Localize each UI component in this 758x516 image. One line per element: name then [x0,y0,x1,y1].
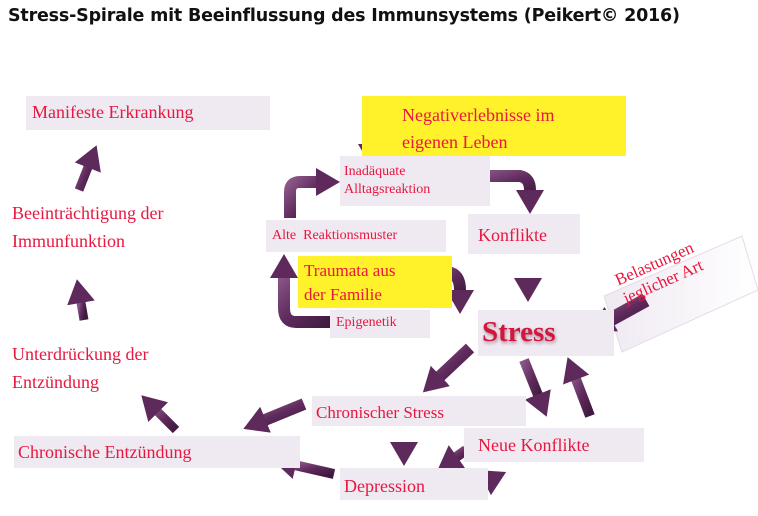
arrow-chron-stress-to-chron-entz [243,398,307,433]
label-neue-konflikte: Neue Konflikte [478,435,590,455]
box-chron-stress [312,396,526,426]
label-negativerlebnisse-line1: Negativerlebnisse im [402,105,555,125]
arrow-chron-entzuendung-to-unterdrueckung [141,395,180,434]
highlight-traumata [298,256,452,308]
label-epigenetik: Epigenetik [336,315,397,330]
arrow-epigenetik-to-alte [270,254,336,328]
arrow-neue-konflikte-to-stress [563,357,595,418]
label-beeintraechtigung-line1: Beeinträchtigung der [12,203,164,223]
label-konflikte: Konflikte [478,225,547,245]
arrow-stress-to-neue-konflikte [519,358,551,417]
box-manifeste [26,96,270,130]
box-stress [478,310,614,356]
box-alte [266,220,446,252]
label-stress: Stress [482,316,556,348]
arrow-inadaequat-to-konflikte [468,170,544,214]
label-traumata: Traumata aus der Familie [304,260,395,306]
label-inadaequate-alltagsreaktion: Inadäquate Alltagsreaktion [344,163,430,198]
label-beeintraechtigung-line2: Immunfunktion [12,230,125,251]
arrow-neue-konflikte-to-depression [437,445,469,471]
label-depression: Depression [344,476,425,496]
label-negativerlebnisse-line2: eigenen Leben [402,131,508,152]
label-beeintraechtigung: Beeinträchtigung der Immunfunktion [12,202,163,252]
label-unterdrueckung: Unterdrückung der Entzündung [12,343,148,393]
page-title: Stress-Spirale mit Beeinflussung des Imm… [8,6,680,26]
label-traumata-line1: Traumata aus [304,261,396,280]
highlight-negativ [362,96,626,156]
arrow-unterdrueckung-to-beeintraechtigung [67,279,95,321]
label-negativerlebnisse: Negativerlebnisse im eigenen Leben [402,104,554,153]
label-traumata-line2: der Familie [304,285,382,305]
box-inadaequat [340,156,490,206]
box-konflikte [468,214,580,254]
arrow-beeintraechtigung-to-manifeste [74,145,101,192]
label-inadaequat-line2: Alltagsreaktion [344,181,431,197]
arrow-stress-to-chron-stress [422,343,475,393]
label-inadaequat-line1: Inadäquate [344,164,406,179]
label-chronischer-stress: Chronischer Stress [316,403,444,422]
label-unterdrueckung-line2: Entzündung [12,371,99,392]
label-manifeste-erkrankung: Manifeste Erkrankung [32,102,194,122]
box-depression [340,468,488,500]
box-neue-konflikte [464,428,644,462]
arrow-alte-to-inadaequat [284,168,340,218]
belastungen-banner [603,235,758,353]
label-alte-reaktionsmuster: Alte Reaktionsmuster [272,228,398,243]
label-chronische-entzuendung: Chronische Entzündung [18,442,192,462]
label-unterdrueckung-line1: Unterdrückung der [12,344,149,364]
box-epigenetik [330,310,430,338]
box-chron-entz [14,436,300,468]
